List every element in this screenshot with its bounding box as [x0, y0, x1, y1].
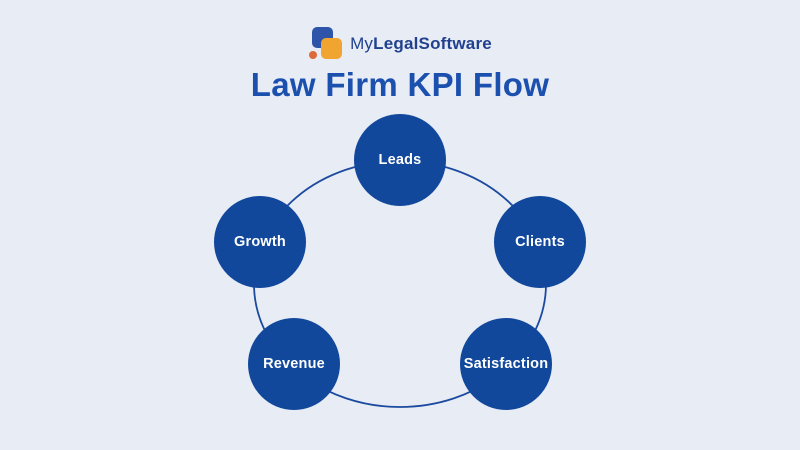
kpi-node-revenue: Revenue	[248, 318, 340, 410]
kpi-node-label: Revenue	[263, 356, 325, 372]
kpi-node-clients: Clients	[494, 196, 586, 288]
logo-text-legalsoftware: LegalSoftware	[373, 34, 492, 53]
kpi-node-label: Satisfaction	[463, 356, 549, 372]
brand-logo: MyLegalSoftware	[0, 25, 800, 63]
kpi-node-growth: Growth	[214, 196, 306, 288]
logo-yellow-square-icon	[321, 38, 343, 59]
kpi-node-satisfaction: Satisfaction	[460, 318, 552, 410]
kpi-node-label: Leads	[378, 152, 422, 168]
logo-text-my: My	[350, 34, 374, 53]
kpi-node-label: Clients	[515, 234, 565, 250]
brand-logo-text: MyLegalSoftware	[350, 25, 492, 63]
kpi-node-label: Growth	[234, 234, 286, 250]
kpi-node-leads: Leads	[354, 114, 446, 206]
page-title: Law Firm KPI Flow	[250, 66, 550, 103]
logo-orange-dot-icon	[309, 51, 318, 59]
brand-logo-icon	[308, 25, 344, 63]
